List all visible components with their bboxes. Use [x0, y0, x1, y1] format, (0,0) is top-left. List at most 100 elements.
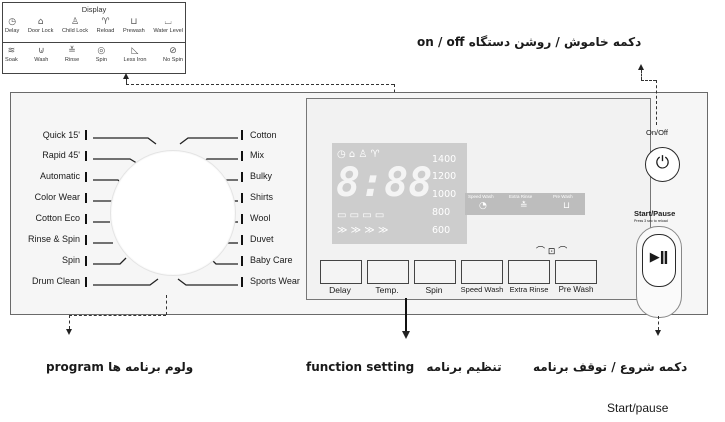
- program-tick: [85, 214, 87, 224]
- legend-item-rinse: ≚Rinse: [64, 46, 80, 63]
- program-label: Rinse & Spin: [27, 234, 80, 244]
- on-off-caption: on / off دکمه خاموش / روشن دستگاه: [417, 35, 641, 49]
- legend-item-reload: ♈Reload: [96, 17, 115, 34]
- program-dial[interactable]: [110, 150, 236, 276]
- program-connector-line: [69, 315, 166, 316]
- lcd-progress-arrows: ≫ ≫ ≫ ≫: [337, 225, 389, 236]
- speed-wash-icon: ◔: [479, 201, 487, 211]
- temp-button-label: Temp.: [375, 285, 399, 295]
- display-legend: Display ◷Delay ⌂Door Lock ♙Child Lock ♈R…: [2, 2, 186, 74]
- legend-item-delay: ◷Delay: [5, 17, 20, 34]
- start-pause-caption-en: Start/pause: [607, 401, 669, 415]
- program-label: Shirts: [250, 192, 274, 202]
- program-tick: [241, 235, 243, 245]
- legend-item-water-level: ⌴Water Level: [153, 17, 183, 34]
- play-pause-icon: ▶ǁ: [649, 250, 669, 265]
- start-pause-caption-fa: دکمه شروع / توقف برنامه: [533, 360, 688, 374]
- legend-item-no-spin: ⊘No Spin: [163, 46, 183, 63]
- program-label: Sports Wear: [250, 276, 300, 286]
- program-label: Cotton: [250, 130, 277, 140]
- spin-icon: ◎: [97, 46, 106, 56]
- lcd-option-strip: Speed Wash Extra Rinse Pre Wash ◔ ≛ ⊔: [465, 193, 585, 215]
- temp-button[interactable]: [367, 260, 409, 284]
- pre-wash-button[interactable]: [555, 260, 597, 284]
- speed-wash-button-label: Speed Wash: [460, 285, 504, 294]
- on-off-connector-upper: [641, 70, 642, 80]
- on-off-caption-en: on / off: [417, 35, 465, 49]
- less-iron-icon: ◺: [131, 46, 139, 56]
- program-tick: [85, 235, 87, 245]
- legend-item-wash: ⊍Wash: [34, 46, 49, 63]
- program-tick: [241, 193, 243, 203]
- program-arrow: [66, 329, 72, 335]
- lcd-speed-1200: 1200: [432, 171, 457, 182]
- extra-rinse-icon: ≛: [520, 201, 528, 211]
- lcd-speed-800: 800: [432, 207, 451, 218]
- program-caption-fa: ولوم برنامه ها: [108, 360, 194, 374]
- start-pause-sublabel: Press 3 sec to reload: [634, 219, 668, 223]
- lcd-speed-1400: 1400: [432, 154, 457, 165]
- function-caption: function setting تنظیم برنامه: [306, 360, 502, 374]
- lcd-display: ◷ ⌂ ♙ ♈ 8:88 1400 1200 1000 800 600 ▭ ▭ …: [332, 143, 467, 244]
- soak-icon: ≋: [7, 46, 16, 56]
- function-caption-en: function setting: [306, 360, 415, 374]
- on-off-caption-fa: دکمه خاموش / روشن دستگاه: [468, 35, 642, 49]
- extra-rinse-button-label: Extra Rinse: [509, 285, 549, 294]
- program-label: Automatic: [39, 171, 80, 181]
- legend-item-child-lock: ♙Child Lock: [61, 17, 89, 34]
- program-tick: [241, 172, 243, 182]
- lcd-speed-600: 600: [432, 225, 451, 236]
- program-connector-drop: [69, 315, 70, 329]
- delay-button[interactable]: [320, 260, 362, 284]
- lcd-status-icons: ◷ ⌂ ♙ ♈: [337, 149, 380, 160]
- legend-item-less-iron: ◺Less Iron: [123, 46, 147, 63]
- spin-button-label: Spin: [425, 285, 443, 295]
- spin-button[interactable]: [414, 260, 456, 284]
- legend-item-door-lock: ⌂Door Lock: [27, 17, 54, 34]
- program-tick: [85, 256, 87, 266]
- legend-connector-stub: [126, 78, 127, 84]
- no-spin-icon: ⊘: [169, 46, 177, 56]
- power-icon: ⏻: [655, 153, 670, 173]
- program-label: Cotton Eco: [35, 213, 80, 223]
- program-label: Mix: [250, 150, 264, 160]
- on-off-connector-mid: [641, 80, 656, 81]
- rinse-icon: ≚: [68, 46, 76, 56]
- program-label: Baby Care: [250, 255, 293, 265]
- lcd-phase-icons: ▭ ▭ ▭ ▭: [337, 210, 385, 221]
- lcd-speed-1000: 1000: [432, 189, 457, 200]
- program-tick: [241, 151, 243, 161]
- legend-connector-drop: [394, 84, 395, 98]
- program-caption: program ولوم برنامه ها: [46, 360, 193, 374]
- program-tick: [241, 256, 243, 266]
- speed-wash-button[interactable]: [461, 260, 503, 284]
- start-pause-button[interactable]: ▶ǁ: [642, 234, 676, 287]
- function-arrow: [402, 331, 410, 339]
- legend-arrow: [123, 73, 129, 79]
- program-tick: [241, 214, 243, 224]
- start-pause-arrow: [655, 330, 661, 336]
- program-label: Quick 15': [42, 130, 80, 140]
- program-tick: [241, 130, 243, 140]
- start-pause-label: Start/Pause: [634, 209, 676, 218]
- program-tick: [85, 277, 87, 287]
- child-lock-icon: ♙: [70, 17, 80, 27]
- legend-item-spin: ◎Spin: [95, 46, 107, 63]
- function-connector-line: [405, 298, 407, 332]
- on-off-connector-lower: [656, 80, 657, 125]
- extra-rinse-button[interactable]: [508, 260, 550, 284]
- legend-item-prewash: ⊔Prewash: [122, 17, 145, 34]
- program-label: Color Wear: [34, 192, 80, 202]
- prewash-icon: ⊔: [130, 17, 138, 27]
- program-label: Drum Clean: [31, 276, 80, 286]
- program-label: Spin: [61, 255, 80, 265]
- on-off-label: On/Off: [646, 128, 668, 137]
- program-connector-rise: [166, 295, 167, 315]
- display-legend-title: Display: [81, 5, 107, 14]
- padlock-icon: ⌂: [37, 17, 44, 27]
- power-button[interactable]: ⏻: [645, 147, 680, 182]
- program-tick: [85, 172, 87, 182]
- delay-button-label: Delay: [329, 285, 351, 295]
- program-tick: [85, 130, 87, 140]
- wash-icon: ⊍: [38, 46, 45, 56]
